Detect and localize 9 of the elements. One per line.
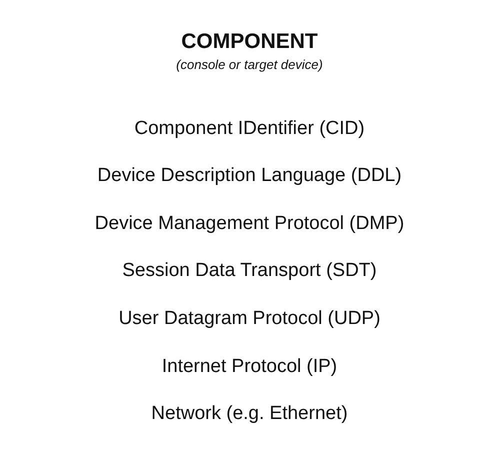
layer-name: Network (e.g. Ethernet): [151, 403, 348, 425]
subtitle: (console or target device): [176, 57, 323, 72]
layer-name: Session Data Transport (SDT): [122, 260, 377, 282]
layer-name: Device Description Language (DDL): [97, 165, 402, 187]
layer-name: User Datagram Protocol (UDP): [118, 308, 380, 330]
layer-name: Component IDentifier (CID): [134, 118, 365, 140]
layer-name: Device Management Protocol (DMP): [94, 213, 404, 235]
layer-name: Internet Protocol (IP): [162, 356, 338, 378]
title: COMPONENT: [181, 30, 318, 54]
